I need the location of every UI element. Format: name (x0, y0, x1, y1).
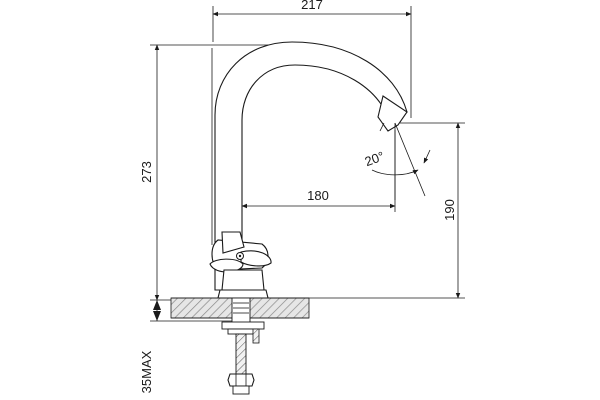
dimension-spout-height: 190 (268, 122, 465, 299)
dimension-width-top: 217 (212, 0, 412, 118)
faucet-body (209, 41, 408, 299)
dimension-reach: 180 (241, 130, 396, 212)
dimension-counter-max-label: 35MAX (139, 350, 154, 393)
dimension-width-top-label: 217 (301, 0, 323, 12)
mounting-hardware (221, 297, 265, 395)
dimension-spout-height-label: 190 (442, 199, 457, 221)
dimension-height-total-label: 273 (139, 161, 154, 183)
dimension-angle: 20° (363, 122, 431, 200)
dimension-counter-max: 35MAX (139, 300, 232, 393)
dimension-reach-label: 180 (307, 188, 329, 203)
dimension-angle-label: 20° (363, 148, 387, 169)
